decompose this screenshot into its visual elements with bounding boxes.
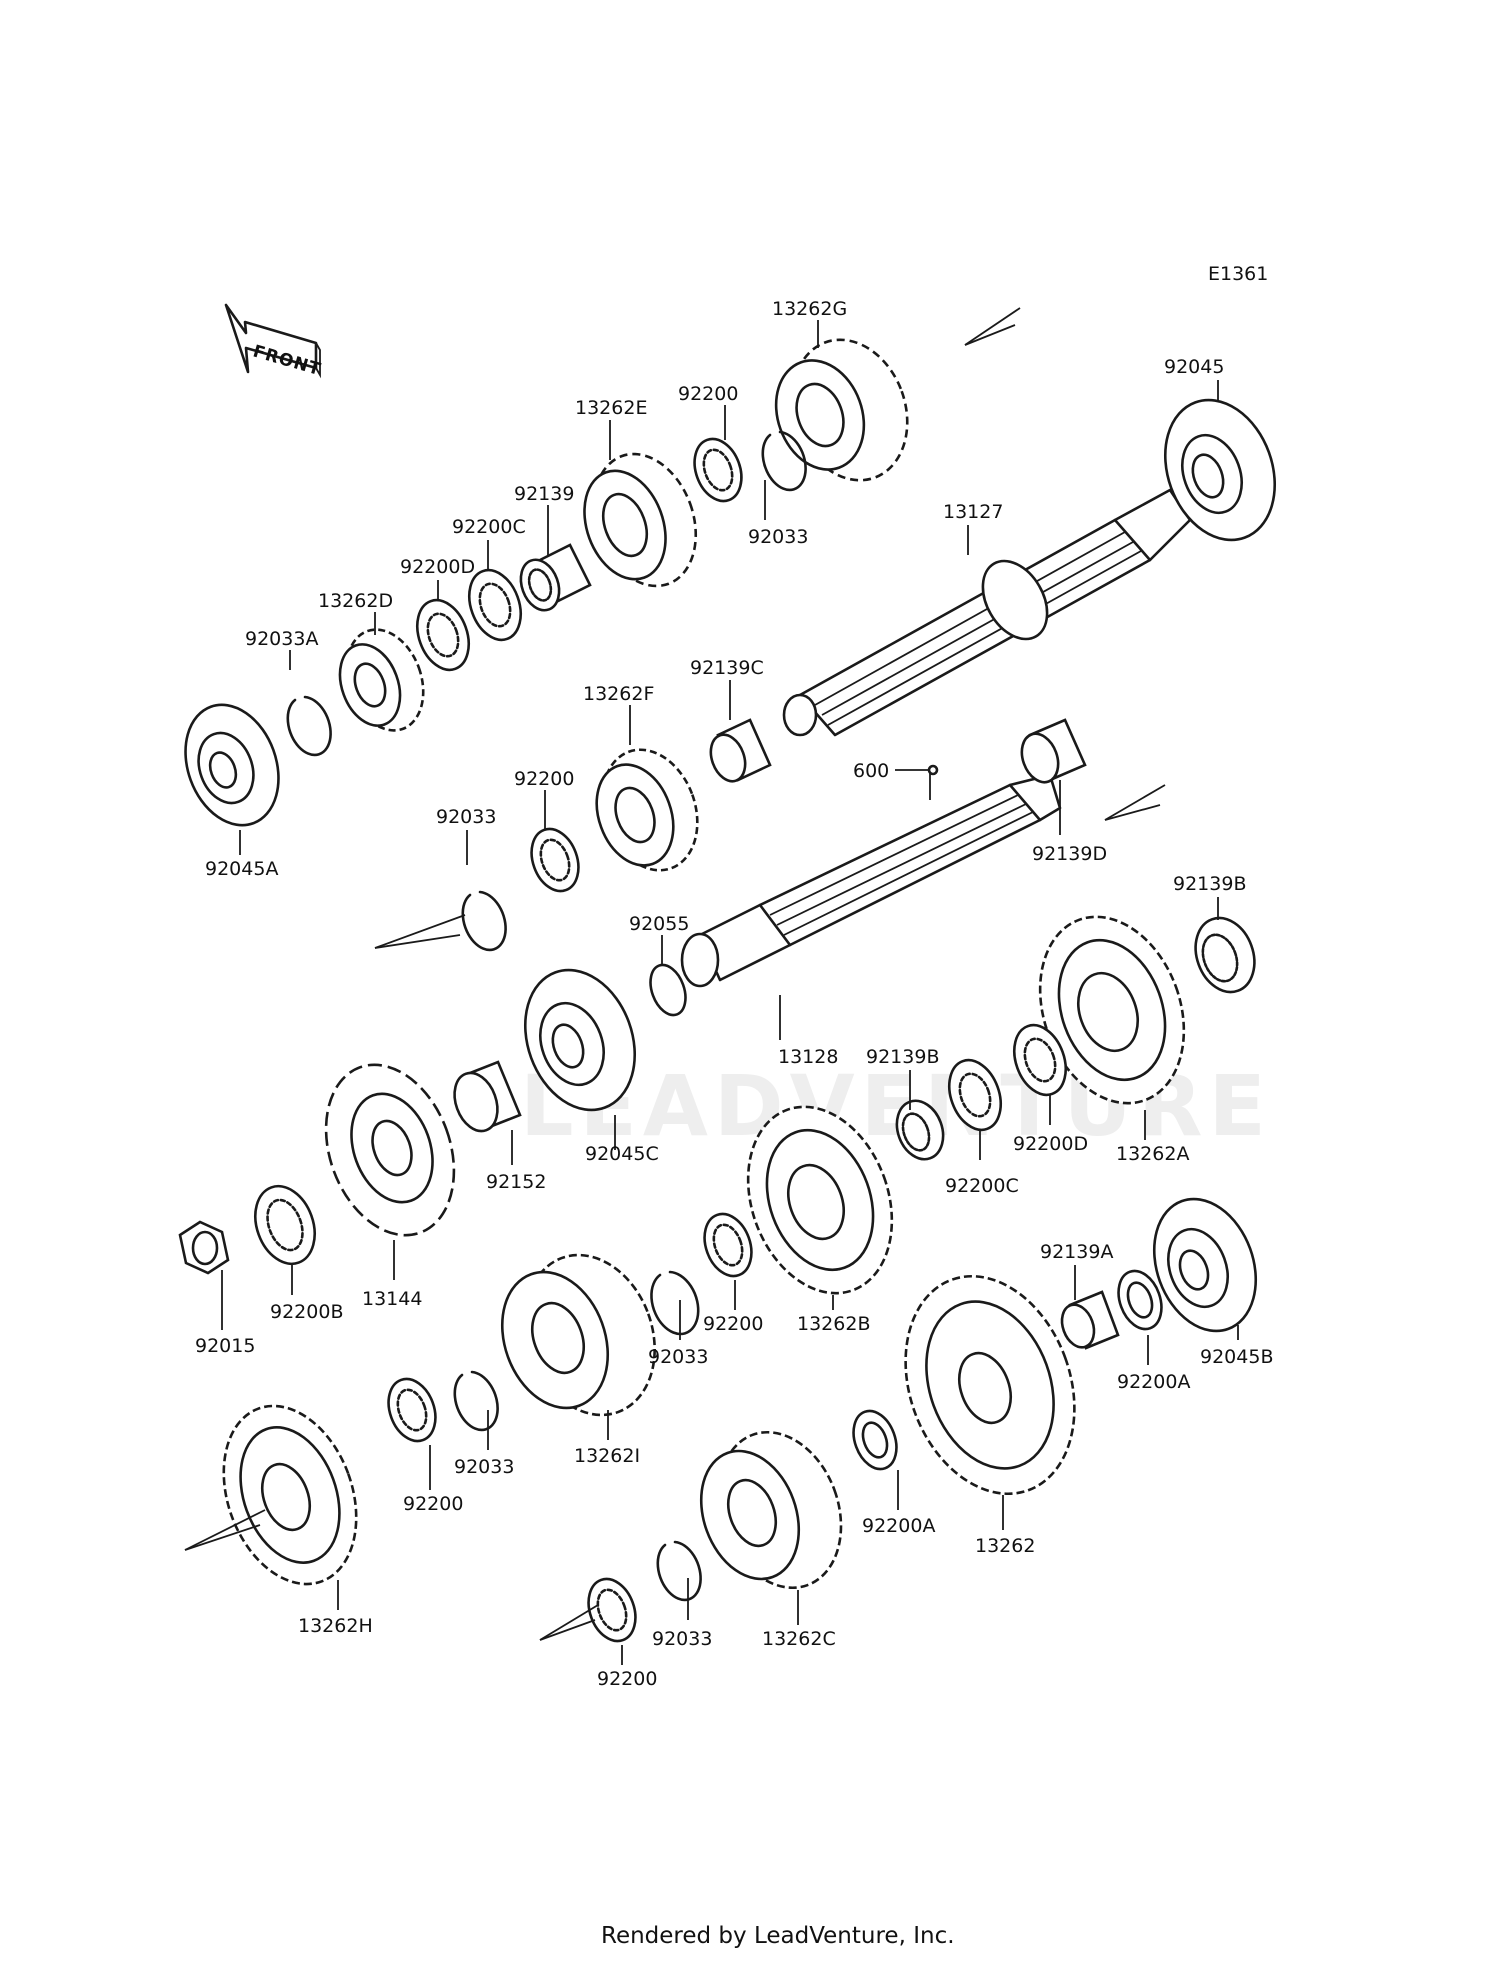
bearing-92045: [1163, 398, 1277, 542]
label-92139D[interactable]: 92139D: [1032, 843, 1107, 865]
label-13262F[interactable]: 13262F: [583, 683, 654, 705]
bush-92139D: [1020, 718, 1087, 784]
label-92200B[interactable]: 92200B: [270, 1301, 343, 1323]
collar-92152: [453, 1060, 522, 1133]
label-13262[interactable]: 13262: [975, 1535, 1035, 1557]
label-13262I[interactable]: 13262I: [574, 1445, 640, 1467]
label-13262H[interactable]: 13262H: [298, 1615, 373, 1637]
needle-bearing-92139: [519, 543, 592, 612]
label-92200C-top[interactable]: 92200C: [452, 516, 526, 538]
label-92200-low2[interactable]: 92200: [403, 1493, 463, 1515]
washer-92200-low1: [703, 1212, 753, 1278]
needle-bearing-92139B-right: [1194, 916, 1256, 994]
washer-92200D-top: [416, 598, 470, 672]
bearing-92045C: [523, 968, 637, 1112]
label-92200D-top[interactable]: 92200D: [400, 556, 475, 578]
label-92045[interactable]: 92045: [1164, 356, 1224, 378]
gear-13262I: [500, 1253, 656, 1417]
label-92055[interactable]: 92055: [629, 913, 689, 935]
label-13262D[interactable]: 13262D: [318, 590, 393, 612]
circlip-92033-low3: [656, 1540, 702, 1602]
front-arrow-icon: FRONT: [224, 303, 324, 381]
washer-92200C-top: [468, 568, 522, 642]
label-92139[interactable]: 92139: [514, 483, 574, 505]
label-92139C[interactable]: 92139C: [690, 657, 764, 679]
label-92200-low1[interactable]: 92200: [703, 1313, 763, 1335]
label-92200-top[interactable]: 92200: [678, 383, 738, 405]
circlip-92033-top: [761, 430, 807, 492]
label-13262E[interactable]: 13262E: [575, 397, 647, 419]
washer-92200-top: [693, 437, 743, 503]
label-92033-low1[interactable]: 92033: [648, 1346, 708, 1368]
label-92033-low2[interactable]: 92033: [454, 1456, 514, 1478]
washer-92200A-low: [852, 1409, 898, 1471]
oring-92055: [649, 963, 687, 1017]
shaft-13127: [782, 488, 1192, 737]
bush-92139C: [709, 718, 772, 783]
washer-92200B: [254, 1184, 316, 1266]
diagram-code: E1361: [1208, 263, 1268, 285]
label-92045B[interactable]: 92045B: [1200, 1346, 1273, 1368]
bearing-92045B: [1152, 1197, 1258, 1333]
gear-13262G: [774, 338, 909, 482]
label-92139A[interactable]: 92139A: [1040, 1241, 1113, 1263]
gear-13262D: [338, 628, 425, 732]
label-92200D-mid[interactable]: 92200D: [1013, 1133, 1088, 1155]
label-92200A-low[interactable]: 92200A: [862, 1515, 935, 1537]
label-13127[interactable]: 13127: [943, 501, 1003, 523]
label-13262C[interactable]: 13262C: [762, 1628, 836, 1650]
label-600[interactable]: 600: [853, 760, 889, 782]
gear-13262: [904, 1274, 1076, 1496]
gear-13262C: [699, 1430, 843, 1590]
leader-lines: [221, 320, 1239, 1665]
label-92200-bottom[interactable]: 92200: [597, 1668, 657, 1690]
label-92200-mid[interactable]: 92200: [514, 768, 574, 790]
washer-92200C-mid: [948, 1058, 1002, 1132]
washer-92200A-right: [1117, 1269, 1163, 1331]
gear-13262E: [583, 452, 698, 588]
label-13262A[interactable]: 13262A: [1116, 1143, 1189, 1165]
circlip-92033-low1: [650, 1270, 700, 1336]
label-92139B-right[interactable]: 92139B: [1173, 873, 1246, 895]
label-92015[interactable]: 92015: [195, 1335, 255, 1357]
washer-92200-low2: [387, 1377, 437, 1443]
circlip-92033A: [286, 695, 332, 757]
label-92200A-right[interactable]: 92200A: [1117, 1371, 1190, 1393]
label-92045C[interactable]: 92045C: [585, 1143, 659, 1165]
gear-13262B: [746, 1105, 894, 1295]
shaft-13128: [680, 773, 1062, 988]
label-92152[interactable]: 92152: [486, 1171, 546, 1193]
washer-92200-bottom: [587, 1577, 637, 1643]
gear-13262A: [1038, 915, 1186, 1105]
label-92033A[interactable]: 92033A: [245, 628, 318, 650]
circlip-92033-mid: [461, 890, 507, 952]
footer-credit: Rendered by LeadVenture, Inc.: [601, 1923, 955, 1949]
front-label: FRONT: [251, 342, 324, 381]
label-13128[interactable]: 13128: [778, 1046, 838, 1068]
label-13262B[interactable]: 13262B: [797, 1313, 870, 1335]
label-92033-mid[interactable]: 92033: [436, 806, 496, 828]
circlip-92033-low2: [453, 1370, 499, 1432]
gear-13262H: [222, 1404, 358, 1586]
label-13144[interactable]: 13144: [362, 1288, 422, 1310]
washer-92200-mid: [530, 827, 580, 893]
bush-92139A: [1060, 1290, 1120, 1350]
gear-13262F: [595, 748, 699, 872]
part-labels: 13262G 92045 92200 92033 13262E 92139 92…: [195, 298, 1273, 1690]
label-92045A[interactable]: 92045A: [205, 858, 278, 880]
bearing-92045A: [184, 703, 280, 827]
label-92033-low3[interactable]: 92033: [652, 1628, 712, 1650]
label-92139B-mid[interactable]: 92139B: [866, 1046, 939, 1068]
nut-92015: [178, 1220, 230, 1275]
label-13262G[interactable]: 13262G: [772, 298, 847, 320]
sprocket-13144: [324, 1063, 456, 1237]
label-92200C-mid[interactable]: 92200C: [945, 1175, 1019, 1197]
label-92033-top[interactable]: 92033: [748, 526, 808, 548]
washer-92200D-mid: [1013, 1023, 1067, 1097]
